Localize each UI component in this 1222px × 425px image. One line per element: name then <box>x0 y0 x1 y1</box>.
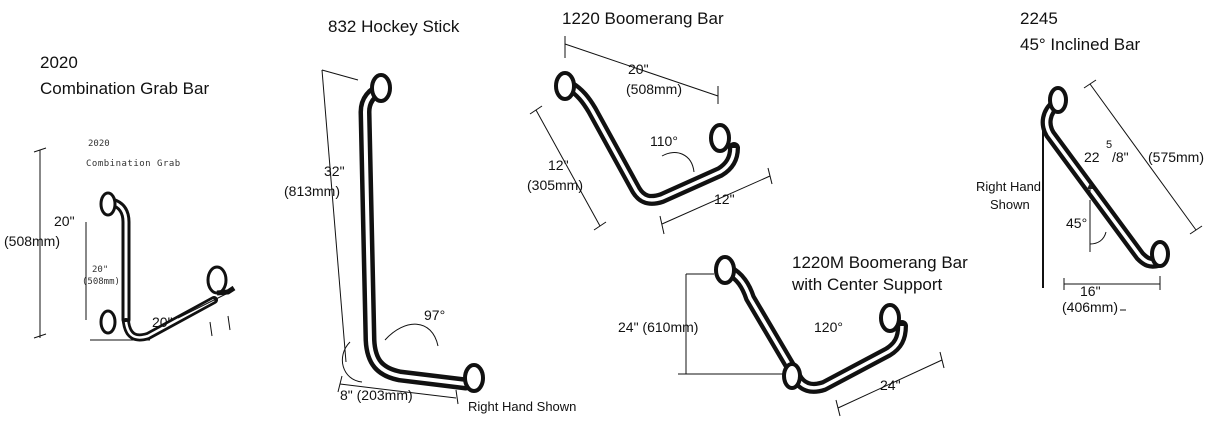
bar-2020-title: Combination Grab Bar <box>40 79 210 98</box>
bar-1220-angle-label: 110° <box>650 133 678 149</box>
bar-2020-height-metric: (508mm) <box>4 233 61 249</box>
bar-832-title: 832 Hockey Stick <box>328 17 460 36</box>
bar-2245-note-line1: Right Hand <box>976 179 1042 194</box>
bar-1220m-title-line2: with Center Support <box>792 275 943 294</box>
bar-2245-base-label: 16" <box>1080 283 1101 299</box>
bar-1220m-height-label: 24" (610mm) <box>618 319 699 335</box>
bar-1220-left-metric: (305mm) <box>527 177 584 193</box>
bar-832-drawing <box>321 69 485 405</box>
bar-2245-length-denominator: /8" <box>1112 149 1129 165</box>
bar-2020-height-label: 20" <box>54 213 75 229</box>
bar-2020-inner-height-metric: (508mm) <box>82 277 120 287</box>
bar-2020-inset-model: 2020 <box>88 139 110 149</box>
bar-1220-right-label: 12" <box>714 191 735 207</box>
bar-2245-length-metric: (575mm) <box>1148 149 1205 165</box>
bar-2245-length-whole: 22 <box>1084 149 1100 165</box>
bar-2020-inset-title: Combination Grab <box>86 159 181 169</box>
bar-1220m-title-line1: 1220M Boomerang Bar <box>792 253 968 272</box>
bar-1220-top-label: 20" <box>628 61 649 77</box>
bar-2245-title: 45° Inclined Bar <box>1020 35 1141 54</box>
bar-2020-width-label: 20" <box>152 314 173 330</box>
bar-2245-base-metric: (406mm) <box>1062 299 1119 315</box>
bar-832-angle-label: 97° <box>424 307 446 323</box>
bar-832-note: Right Hand Shown <box>468 399 577 414</box>
bar-1220-top-metric: (508mm) <box>626 81 683 97</box>
bar-2020-inner-height-label: 20" <box>92 265 109 275</box>
bar-1220-title: 1220 Boomerang Bar <box>562 9 724 28</box>
bar-1220m-right-label: 24" <box>880 377 901 393</box>
bar-2020-model: 2020 <box>40 53 78 72</box>
bar-1220m-angle-label: 120° <box>814 319 843 335</box>
bar-2245-drawing <box>1040 79 1203 311</box>
bar-1220m-drawing <box>678 255 945 417</box>
bar-2245-length-numerator: 5 <box>1106 139 1113 151</box>
bar-1220-drawing <box>529 36 773 235</box>
bar-2245-note-line2: Shown <box>990 197 1030 212</box>
bar-832-length-metric: (813mm) <box>284 183 341 199</box>
bar-2020-drawing <box>33 147 236 342</box>
bar-2245-angle-label: 45° <box>1066 215 1088 231</box>
bar-832-length-label: 32" <box>324 163 345 179</box>
bar-2245-model: 2245 <box>1020 9 1058 28</box>
bar-1220-left-label: 12" <box>548 157 569 173</box>
bar-832-foot-label: 8" (203mm) <box>340 387 413 403</box>
